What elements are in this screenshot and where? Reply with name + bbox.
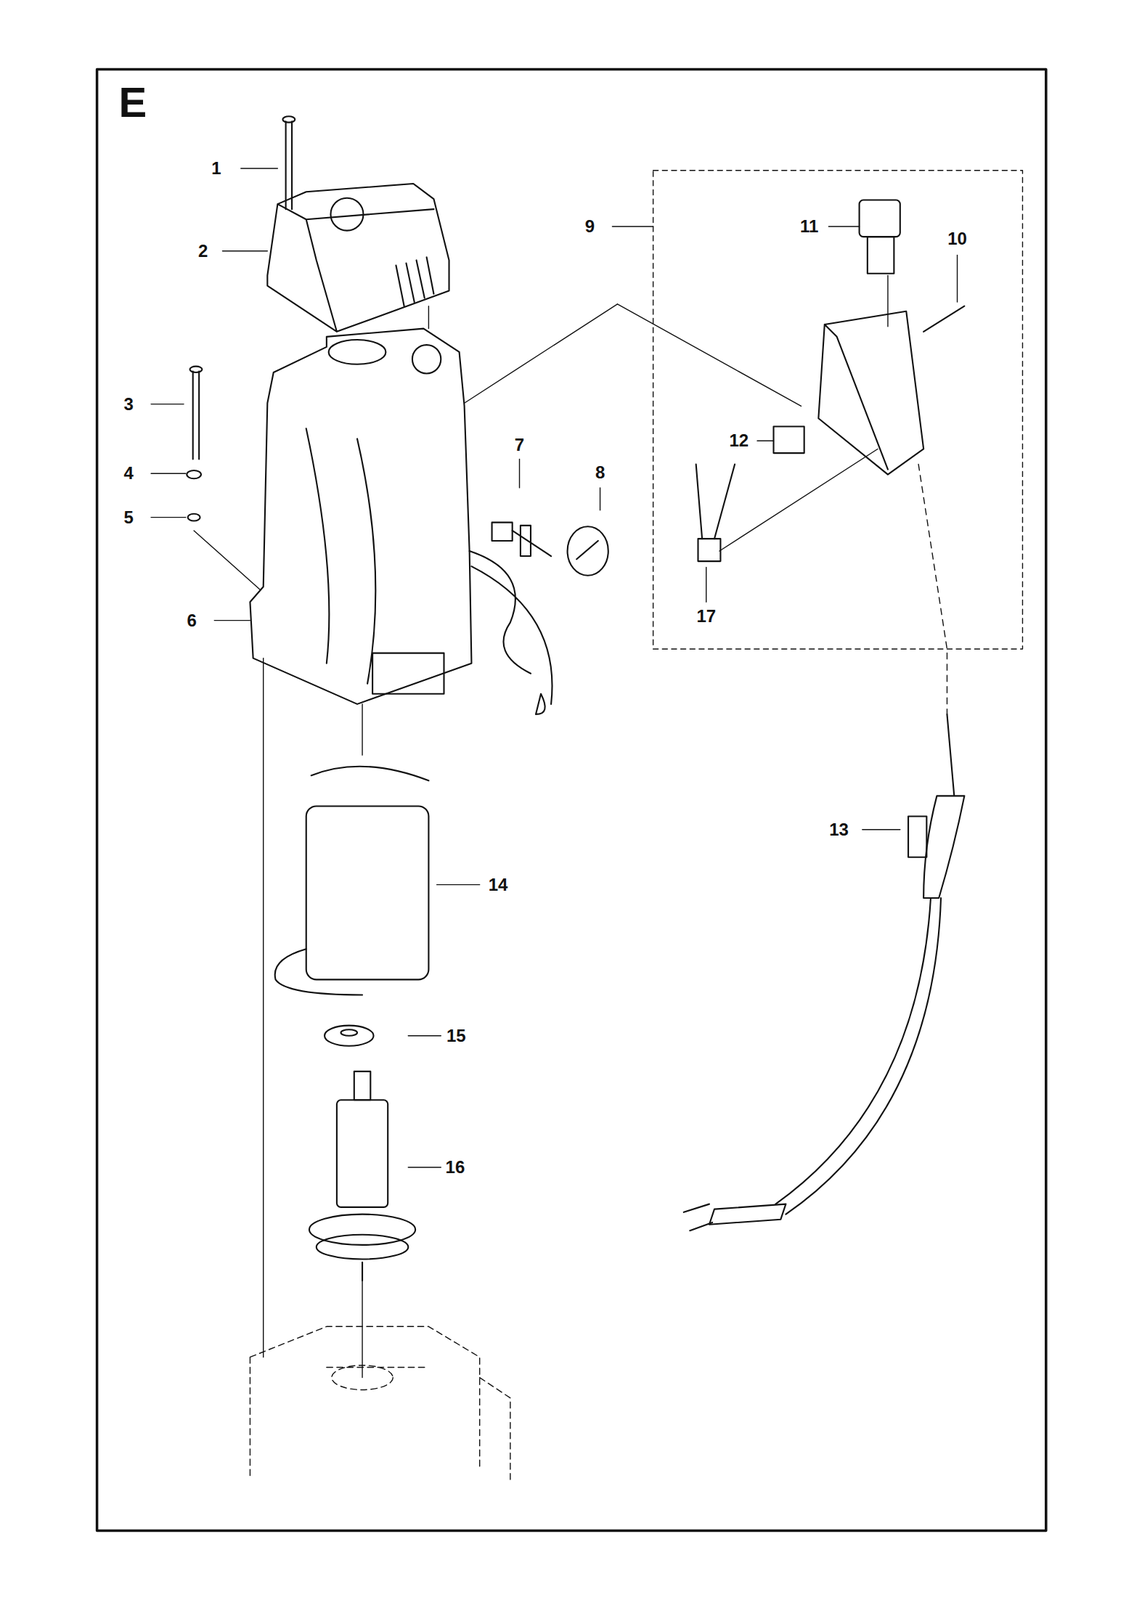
callout-number: 17 [694, 606, 719, 626]
frame [97, 69, 1047, 1532]
suppressor [697, 538, 721, 562]
motor-housing [249, 328, 472, 705]
rcd-plug [923, 714, 965, 899]
callout-number: 2 [196, 241, 210, 261]
bearing [324, 1025, 374, 1047]
armature [309, 1071, 416, 1281]
callout-number: 9 [582, 217, 597, 236]
callout-number: 10 [945, 229, 970, 249]
callout-number: 15 [444, 1026, 469, 1046]
stator [306, 805, 430, 980]
callout-number: 13 [826, 820, 851, 840]
callout-number: 8 [593, 463, 607, 483]
callout-number: 3 [121, 394, 136, 414]
callout-number: 4 [121, 463, 136, 483]
bolt-and-washers [186, 366, 202, 522]
leader-lines [151, 168, 957, 1378]
callout-number: 7 [512, 435, 527, 455]
capacitor [773, 426, 805, 454]
screw [282, 116, 295, 210]
callout-number: 12 [726, 431, 751, 451]
section-letter: E [118, 81, 147, 124]
motor-cover [267, 183, 449, 332]
cord [775, 898, 941, 1215]
callout-number: 14 [486, 875, 511, 895]
brush-cap [567, 526, 609, 575]
callout-number: 5 [121, 508, 136, 528]
callout-number: 11 [797, 217, 821, 236]
switch-housing [818, 311, 924, 475]
carbon-brush [492, 522, 513, 541]
callout-number: 1 [209, 158, 223, 178]
switch-kit-box [653, 170, 1023, 650]
gearbox-outline [249, 1326, 510, 1480]
callout-number: 16 [443, 1157, 468, 1177]
callout-number: 6 [185, 611, 199, 631]
switch [859, 200, 901, 238]
